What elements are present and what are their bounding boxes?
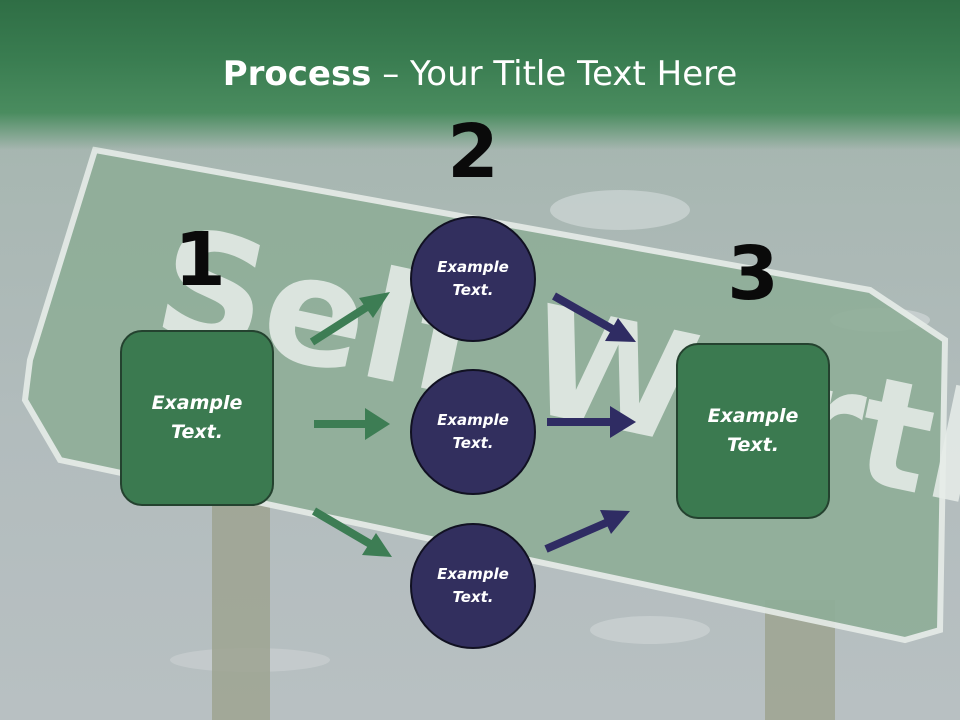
title-bold: Process [222,54,372,94]
step-number-1: 1 [174,217,226,303]
middle-circle-text: Example Text. [437,409,509,455]
left-box-line1: Example [151,392,243,414]
right-box-line1: Example [707,405,799,427]
left-step-box[interactable]: Example Text. [120,330,274,506]
right-box-line2: Text. [727,434,779,456]
right-step-box[interactable]: Example Text. [676,343,830,519]
bottom-circle[interactable]: Example Text. [410,523,536,649]
bottom-circle-line1: Example [437,565,509,583]
top-circle-line1: Example [437,258,509,276]
middle-circle[interactable]: Example Text. [410,369,536,495]
right-step-box-text: Example Text. [708,402,799,460]
top-circle-text: Example Text. [437,256,509,302]
slide-title[interactable]: Process – Your Title Text Here [0,52,960,96]
middle-circle-line2: Text. [452,434,494,452]
left-box-line2: Text. [171,421,223,443]
title-rest: – Your Title Text Here [371,54,738,94]
left-step-box-text: Example Text. [152,389,243,447]
top-circle-line2: Text. [452,281,494,299]
bottom-circle-line2: Text. [452,588,494,606]
step-number-2: 2 [447,109,499,195]
bottom-circle-text: Example Text. [437,563,509,609]
top-circle[interactable]: Example Text. [410,216,536,342]
middle-circle-line1: Example [437,411,509,429]
step-number-3: 3 [727,231,779,317]
title-banner [0,0,960,150]
